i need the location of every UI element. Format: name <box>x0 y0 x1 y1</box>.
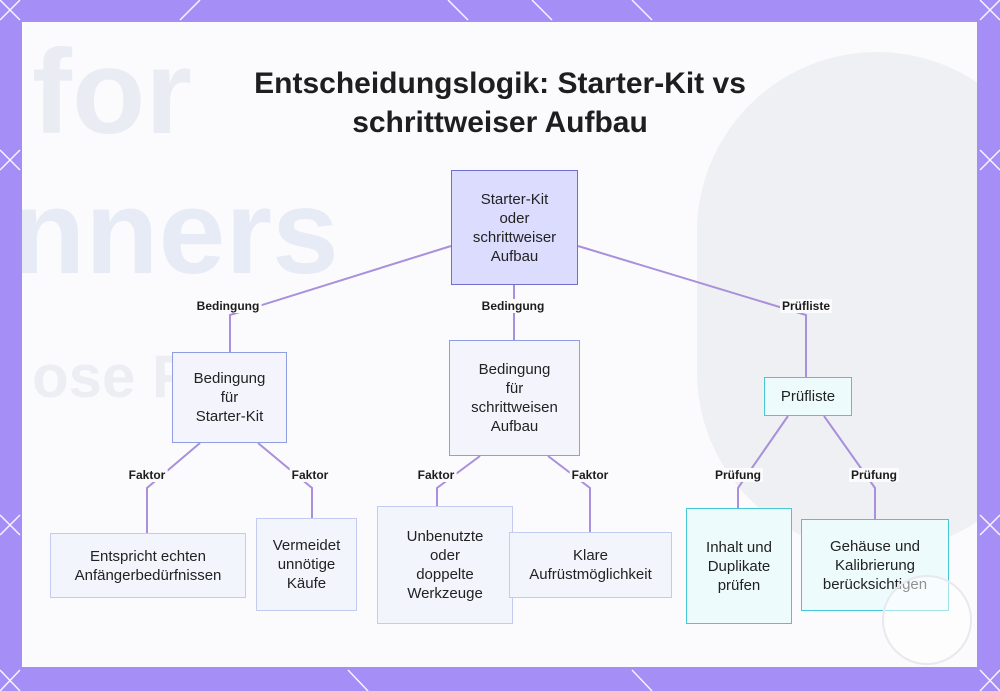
leaf-inhalt-duplikate-pruefen[interactable]: Inhalt und Duplikate prüfen <box>686 508 792 624</box>
edge-label-faktor: Faktor <box>416 468 457 482</box>
leaf-anfaengerbeduerfnisse[interactable]: Entspricht echten Anfängerbedürfnissen <box>50 533 246 598</box>
edge-starter-anfaenger <box>147 443 200 533</box>
leaf-klare-aufruestmoeglichkeit[interactable]: Klare Aufrüstmöglichkeit <box>509 532 672 598</box>
node-bedingung-schrittweiser-aufbau[interactable]: Bedingung für schrittweisen Aufbau <box>449 340 580 456</box>
edge-label-pruefung: Prüfung <box>713 468 763 482</box>
edge-label-faktor: Faktor <box>127 468 168 482</box>
leaf-unbenutzte-werkzeuge[interactable]: Unbenutzte oder doppelte Werkzeuge <box>377 506 513 624</box>
root-node[interactable]: Starter-Kit oder schrittweiser Aufbau <box>451 170 578 285</box>
edge-pruefliste-inhalt <box>738 416 788 508</box>
edge-root-bedingung-starter <box>230 246 451 352</box>
edge-label-faktor: Faktor <box>570 468 611 482</box>
node-pruefliste[interactable]: Prüfliste <box>764 377 852 416</box>
edge-label-pruefung: Prüfung <box>849 468 899 482</box>
edge-label-faktor: Faktor <box>290 468 331 482</box>
edge-root-pruefliste <box>578 246 806 377</box>
leaf-vermeidet-unnoetige-kaeufe[interactable]: Vermeidet unnötige Käufe <box>256 518 357 611</box>
watermark-badge <box>882 575 972 665</box>
edge-label-pruefliste: Prüfliste <box>780 299 832 313</box>
edge-label-bedingung: Bedingung <box>480 299 547 313</box>
node-bedingung-starter-kit[interactable]: Bedingung für Starter-Kit <box>172 352 287 443</box>
edge-label-bedingung: Bedingung <box>195 299 262 313</box>
